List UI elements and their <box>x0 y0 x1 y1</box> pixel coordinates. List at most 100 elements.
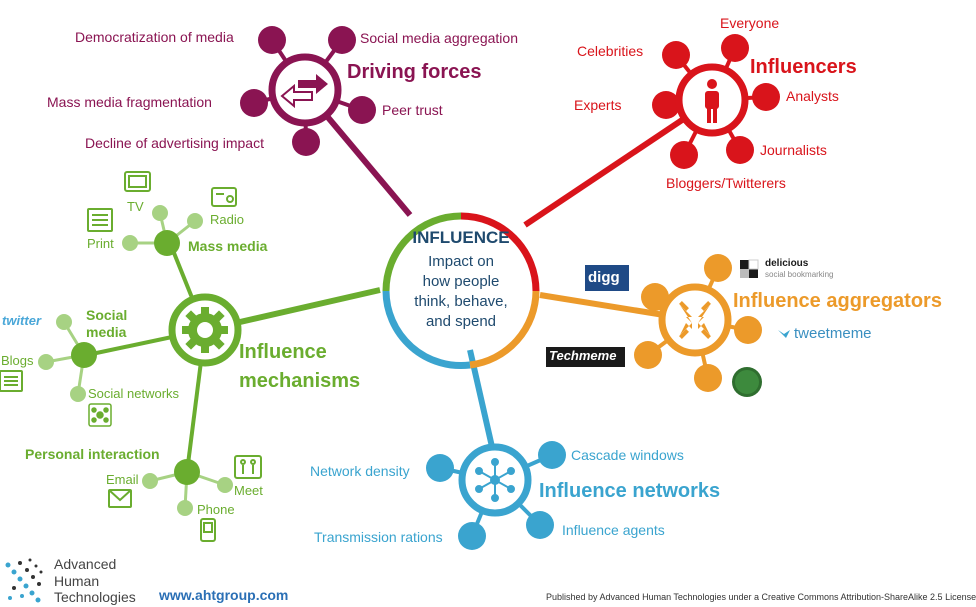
driving-node-fragmentation <box>240 89 268 117</box>
network-node-transmission <box>458 522 486 550</box>
influencer-node-analysts <box>752 83 780 111</box>
mechanisms-title-line2: mechanisms <box>239 370 361 392</box>
stumbleupon-logo <box>732 367 762 397</box>
branch-networks <box>467 349 498 461</box>
radio-label: Radio <box>210 212 244 227</box>
techmeme-logo-text: Techmeme <box>549 348 617 363</box>
driving-node-decline <box>292 128 320 156</box>
aggregator-node-3 <box>734 316 762 344</box>
techmeme-logo <box>546 347 625 367</box>
social-media-node <box>71 342 97 368</box>
meet-icon <box>234 455 262 479</box>
networks-title: Influence networks <box>539 480 721 502</box>
personal-node <box>174 459 200 485</box>
phone-node <box>177 500 193 516</box>
aggregator-node-1 <box>704 254 732 282</box>
digg-logo <box>585 265 629 291</box>
center-line-2: how people <box>422 273 500 290</box>
twitter-node <box>56 314 72 330</box>
meet-label: Meet <box>234 483 263 498</box>
driving-label-democratization: Democratization of media <box>75 29 234 45</box>
meet-node <box>217 477 233 493</box>
aggregators-hub <box>658 283 732 357</box>
network-node-cascade <box>538 441 566 469</box>
influencer-label-analysts: Analysts <box>786 88 839 104</box>
tv-node <box>152 205 168 221</box>
tv-label: TV <box>127 199 144 214</box>
driving-label-fragmentation: Mass media fragmentation <box>47 94 212 110</box>
aggregator-node-4 <box>634 341 662 369</box>
print-icon <box>87 208 113 232</box>
driving-label-peer-trust: Peer trust <box>382 102 443 118</box>
mass-media-label: Mass media <box>188 238 268 254</box>
influencer-label-bloggers: Bloggers/Twitterers <box>666 175 786 191</box>
person-icon <box>705 79 719 123</box>
influencers-title: Influencers <box>750 56 857 78</box>
phone-icon <box>200 518 216 542</box>
converge-arrows-icon <box>679 301 711 339</box>
tweetmeme-bird-icon <box>778 330 790 338</box>
influencer-label-celebrities: Celebrities <box>577 43 644 59</box>
email-node <box>142 473 158 489</box>
social-networks-label: Social networks <box>88 386 180 401</box>
blogs-icon <box>0 370 23 392</box>
print-label: Print <box>87 236 114 251</box>
network-label-cascade: Cascade windows <box>571 447 684 463</box>
network-snowflake-icon <box>475 458 515 502</box>
blogs-node <box>38 354 54 370</box>
logo-line-2: Human <box>54 573 100 589</box>
center-title: INFLUENCE <box>412 228 510 247</box>
network-label-density: Network density <box>310 463 410 479</box>
influencer-node-bloggers <box>670 141 698 169</box>
website-link[interactable]: www.ahtgroup.com <box>159 587 289 603</box>
social-media-label-line2: media <box>86 324 127 340</box>
digg-logo-text: digg <box>588 269 620 286</box>
driving-node-aggregation <box>328 26 356 54</box>
personal-interaction-label: Personal interaction <box>25 446 160 462</box>
branch-influencers <box>523 97 714 228</box>
aggregator-node-5 <box>694 364 722 392</box>
twitter-logo-text: twitter <box>2 313 41 328</box>
arrows-icon <box>280 74 328 109</box>
center-line-4: and spend <box>425 313 497 330</box>
network-node-density <box>426 454 454 482</box>
delicious-logo <box>740 259 759 278</box>
driving-label-aggregation: Social media aggregation <box>360 30 518 46</box>
tv-icon <box>124 171 151 192</box>
radio-node <box>187 213 203 229</box>
logo-line-3: Technologies <box>54 589 136 605</box>
license-text: Published by Advanced Human Technologies… <box>546 592 976 602</box>
influencer-node-experts <box>652 91 680 119</box>
mass-media-node <box>154 230 180 256</box>
center-ring <box>382 212 540 370</box>
driving-node-peer-trust <box>348 96 376 124</box>
delicious-logo-subtext: social bookmarking <box>765 270 834 279</box>
gear-icon <box>182 307 228 353</box>
phone-label: Phone <box>197 502 235 517</box>
network-label-transmission: Transmission rations <box>314 529 443 545</box>
social-media-label-line1: Social <box>86 307 128 323</box>
influencer-label-journalists: Journalists <box>760 142 827 158</box>
influencer-node-everyone <box>721 34 749 62</box>
logo-line-1: Advanced <box>54 556 117 572</box>
center-line-3: think, behave, <box>414 293 508 310</box>
aggregator-node-2 <box>641 283 669 311</box>
email-label: Email <box>106 472 139 487</box>
tweetmeme-logo-text: tweetmeme <box>794 325 872 342</box>
print-node <box>122 235 138 251</box>
influencer-label-everyone: Everyone <box>720 15 780 31</box>
social-networks-icon <box>88 403 112 427</box>
aht-logo-mark <box>5 558 43 603</box>
driving-forces-title: Driving forces <box>347 61 482 83</box>
driving-node-democratization <box>258 26 286 54</box>
aggregators-title: Influence aggregators <box>733 290 942 312</box>
delicious-logo-text: delicious <box>765 258 809 269</box>
influencer-node-celebrities <box>662 41 690 69</box>
driving-forces-hub <box>268 53 342 127</box>
driving-label-decline: Decline of advertising impact <box>85 135 264 151</box>
email-icon <box>108 489 132 508</box>
radio-icon <box>211 187 237 207</box>
blogs-label: Blogs <box>1 353 34 368</box>
